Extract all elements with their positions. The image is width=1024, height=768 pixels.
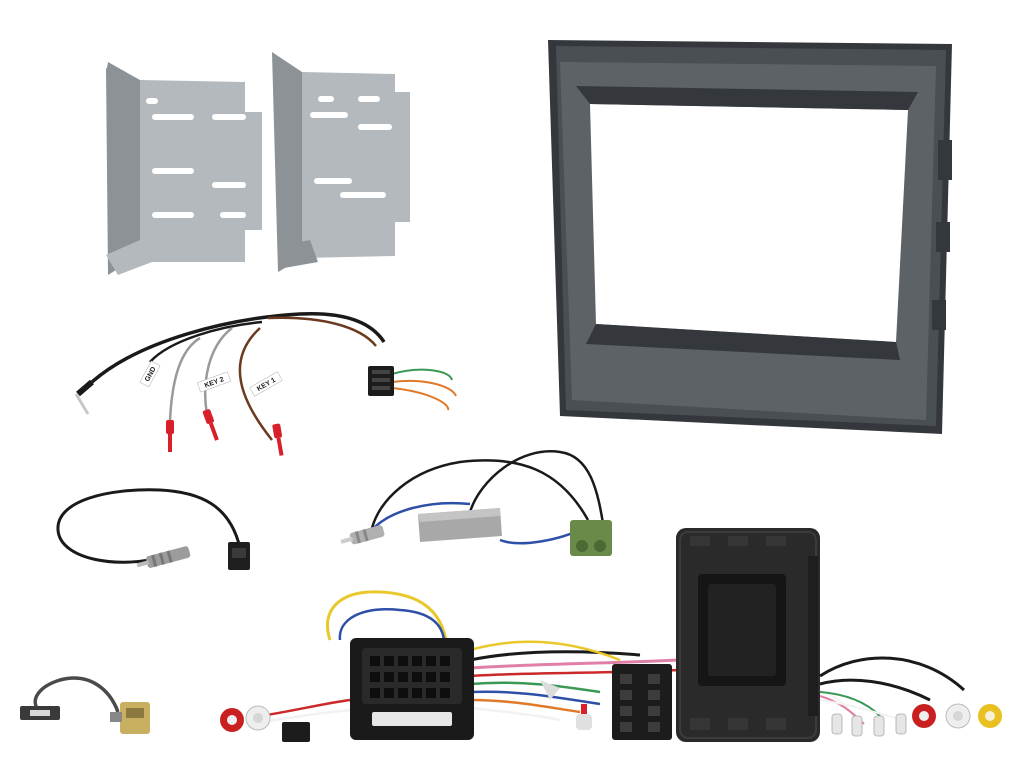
steering-interface-lead: GND KEY 2 KEY 1 [74,311,457,456]
canbus-harness [247,590,681,742]
mounting-bracket-left [106,62,262,275]
cable-tag-gnd: GND [139,360,161,388]
cable-tag-key2: KEY 2 [196,371,232,393]
mounting-bracket-right [272,52,410,272]
rca-leads-right [819,656,1002,737]
aerial-adapter-lead [56,488,250,570]
usb-fakra-lead [20,676,150,734]
cable-tag-key1: KEY 1 [249,371,283,397]
interface-box [676,528,820,742]
rca-plugs-left [220,705,271,732]
fascia-panel [548,40,952,434]
fakra-aerial-splitter [340,450,612,556]
